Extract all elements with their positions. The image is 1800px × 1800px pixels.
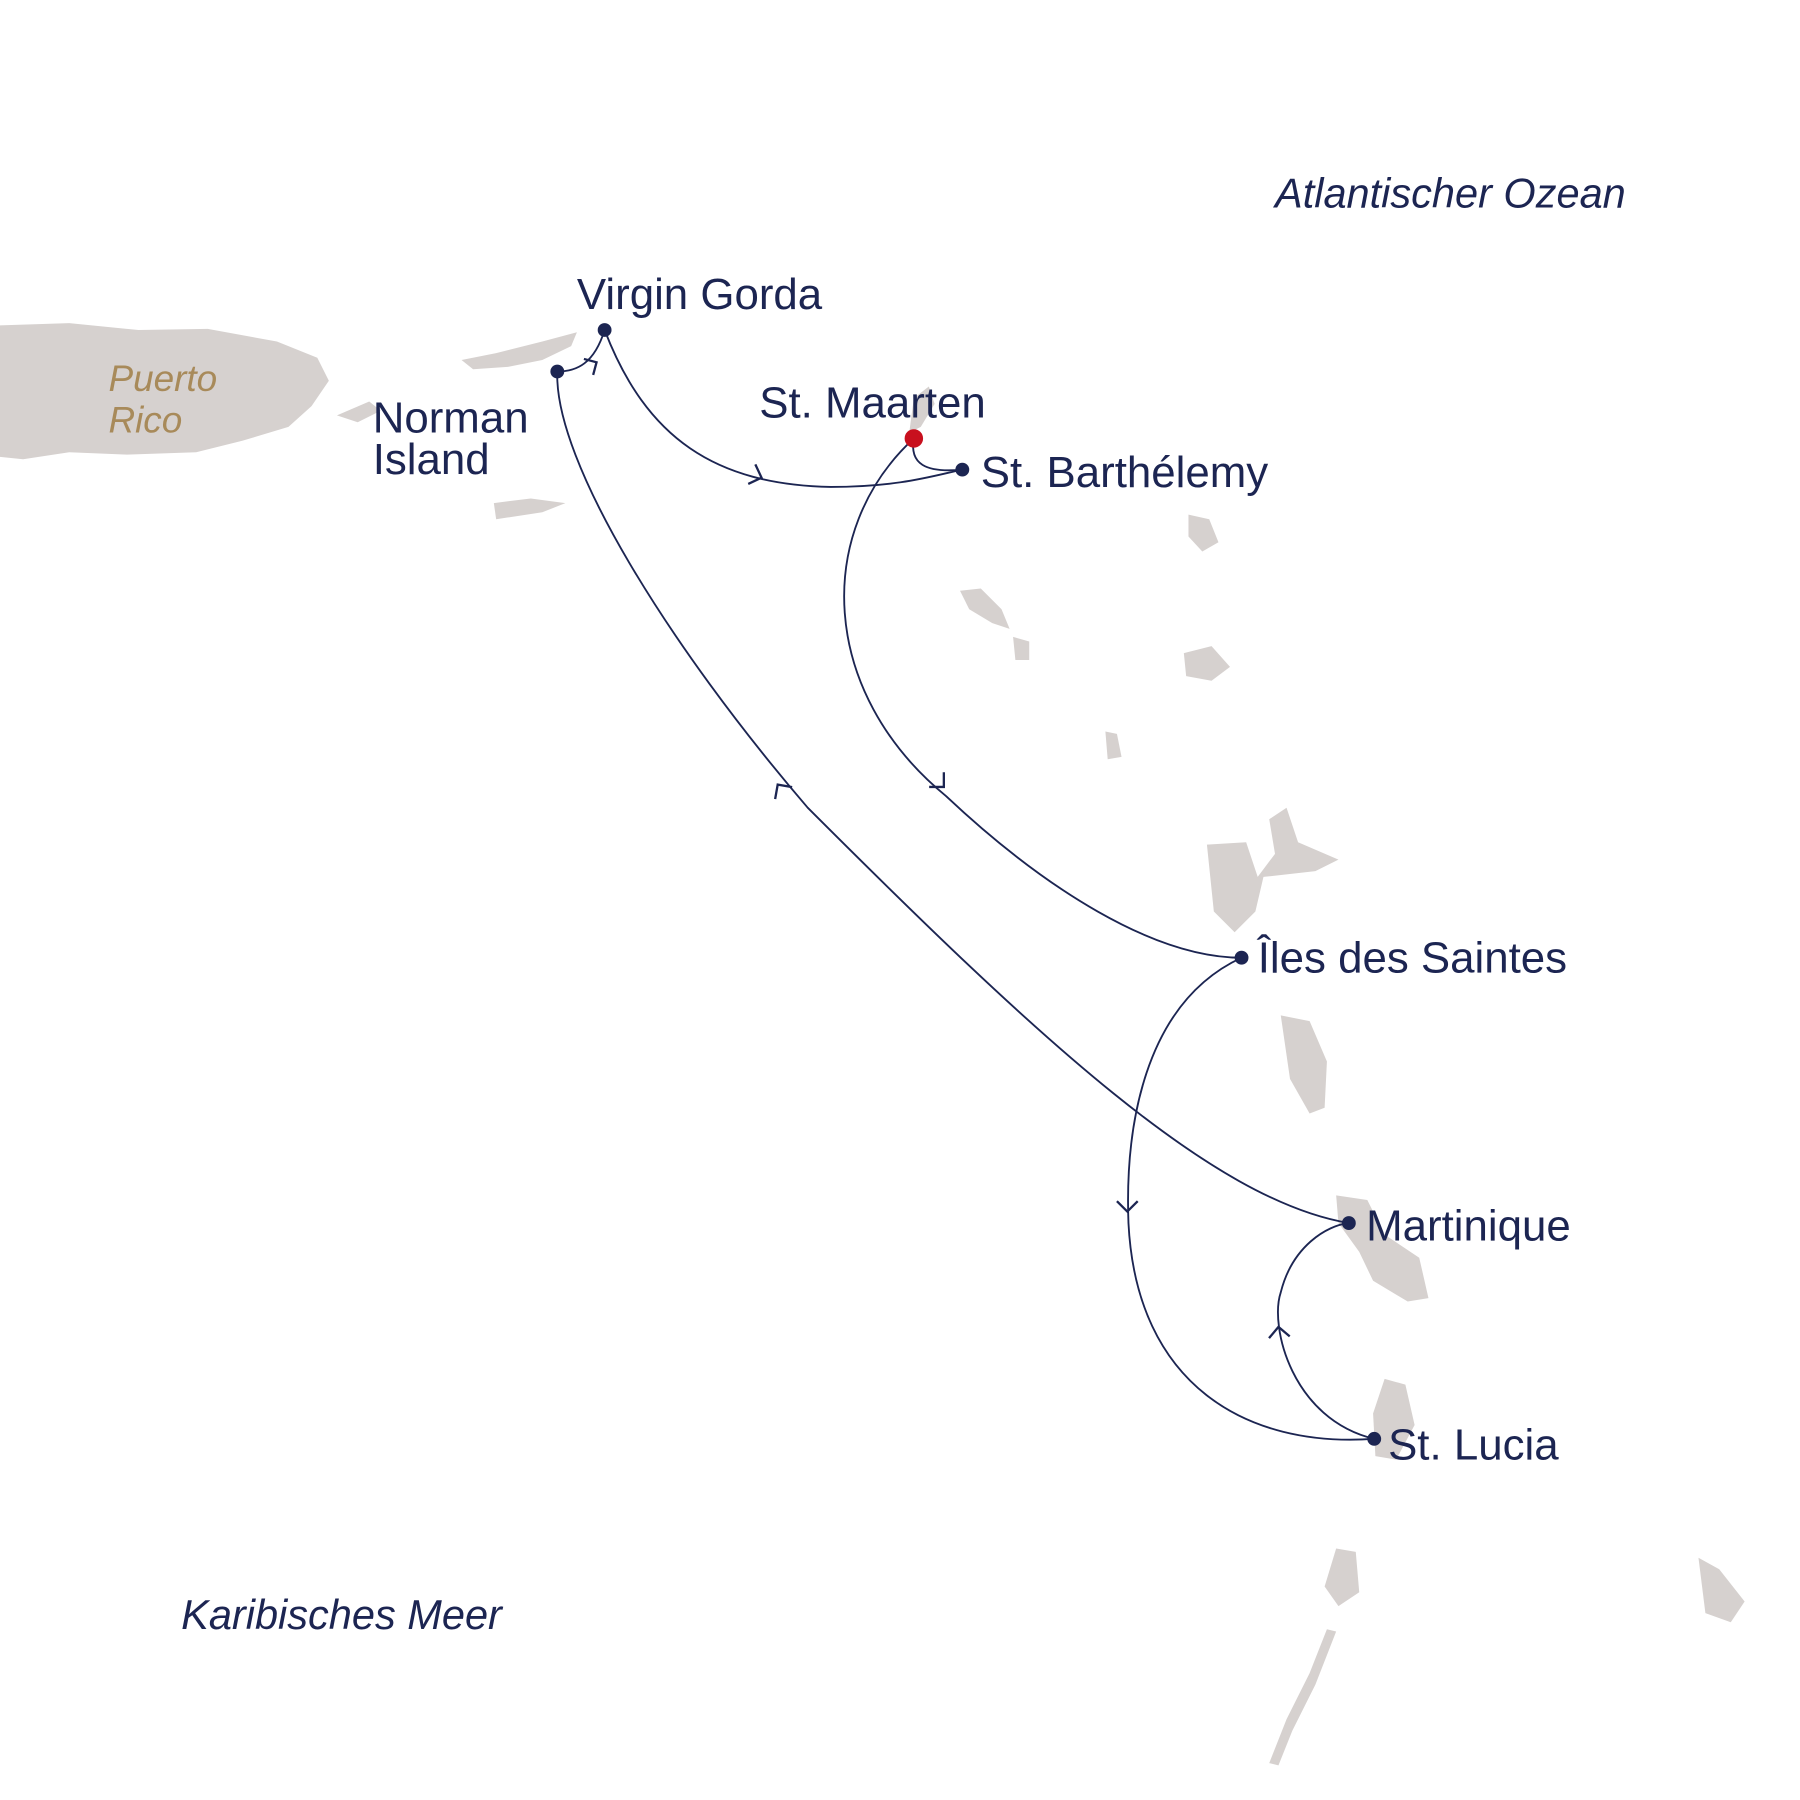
route — [550, 323, 1382, 1446]
st-croix-island — [493, 498, 566, 520]
guadeloupe-island — [1206, 807, 1339, 933]
caribbean-sea-label: Karibisches Meer — [181, 1591, 504, 1638]
port-marker-norman-island[interactable] — [550, 364, 565, 379]
port-marker-virgin-gorda[interactable] — [597, 323, 612, 337]
port-label-iles-des-saintes: Îles des Saintes — [1257, 934, 1567, 983]
puerto-rico-label-line2: Rico — [108, 400, 182, 441]
port-marker-st-lucia[interactable] — [1367, 1431, 1382, 1446]
port-label-st-barthelemy: St. Barthélemy — [981, 448, 1269, 497]
port-label-martinique: Martinique — [1366, 1201, 1571, 1250]
port-marker-martinique[interactable] — [1341, 1216, 1356, 1230]
direction-arrow-icon — [774, 783, 793, 800]
route-st-lucia-martinique — [1277, 1222, 1375, 1440]
st-vincent-island — [1324, 1548, 1360, 1607]
port-marker-st-barthelemy[interactable] — [955, 462, 970, 477]
montserrat-island — [1105, 731, 1122, 760]
virgin-islands — [461, 332, 577, 370]
port-label-norman-island-line2: Island — [373, 435, 490, 484]
dominica-island — [1280, 1015, 1327, 1114]
route-st-maarten-iles-des-saintes — [843, 437, 1242, 959]
route-iles-des-saintes-st-lucia — [1127, 956, 1375, 1441]
direction-arrow-icon — [747, 463, 764, 485]
route-martinique-norman-island — [556, 371, 1350, 1224]
start-port-marker-st-maarten[interactable] — [904, 429, 924, 448]
port-label-virgin-gorda: Virgin Gorda — [577, 270, 823, 319]
labels: Atlantischer Ozean Karibisches Meer Puer… — [108, 170, 1625, 1639]
st-lucia-island — [1373, 1378, 1415, 1460]
vieques-island — [336, 401, 381, 423]
nevis-island — [1013, 636, 1030, 660]
grenadines-islands — [1269, 1629, 1337, 1766]
st-kitts-island — [960, 588, 1010, 629]
puerto-rico-island — [0, 323, 329, 460]
port-marker-iles-des-saintes[interactable] — [1234, 950, 1249, 965]
land-masses — [0, 323, 1745, 1766]
direction-arrow-icon — [1116, 1200, 1139, 1214]
direction-arrow-icon — [1268, 1325, 1291, 1339]
route-virgin-gorda-st-barthelemy — [603, 329, 963, 488]
port-label-st-lucia: St. Lucia — [1388, 1421, 1559, 1470]
port-label-st-maarten: St. Maarten — [759, 379, 986, 428]
port-label-norman-island-line1: Norman — [373, 394, 529, 443]
st-maarten-island — [909, 386, 935, 433]
direction-arrow-icon — [583, 357, 598, 376]
barbuda-island — [1183, 646, 1230, 681]
antigua-island — [1188, 514, 1219, 552]
martinique-island — [1336, 1195, 1429, 1302]
barbados-island — [1698, 1557, 1745, 1623]
direction-arrow-icon — [929, 772, 945, 789]
puerto-rico-label-line1: Puerto — [108, 358, 217, 399]
atlantic-ocean-label: Atlantischer Ozean — [1272, 170, 1626, 217]
